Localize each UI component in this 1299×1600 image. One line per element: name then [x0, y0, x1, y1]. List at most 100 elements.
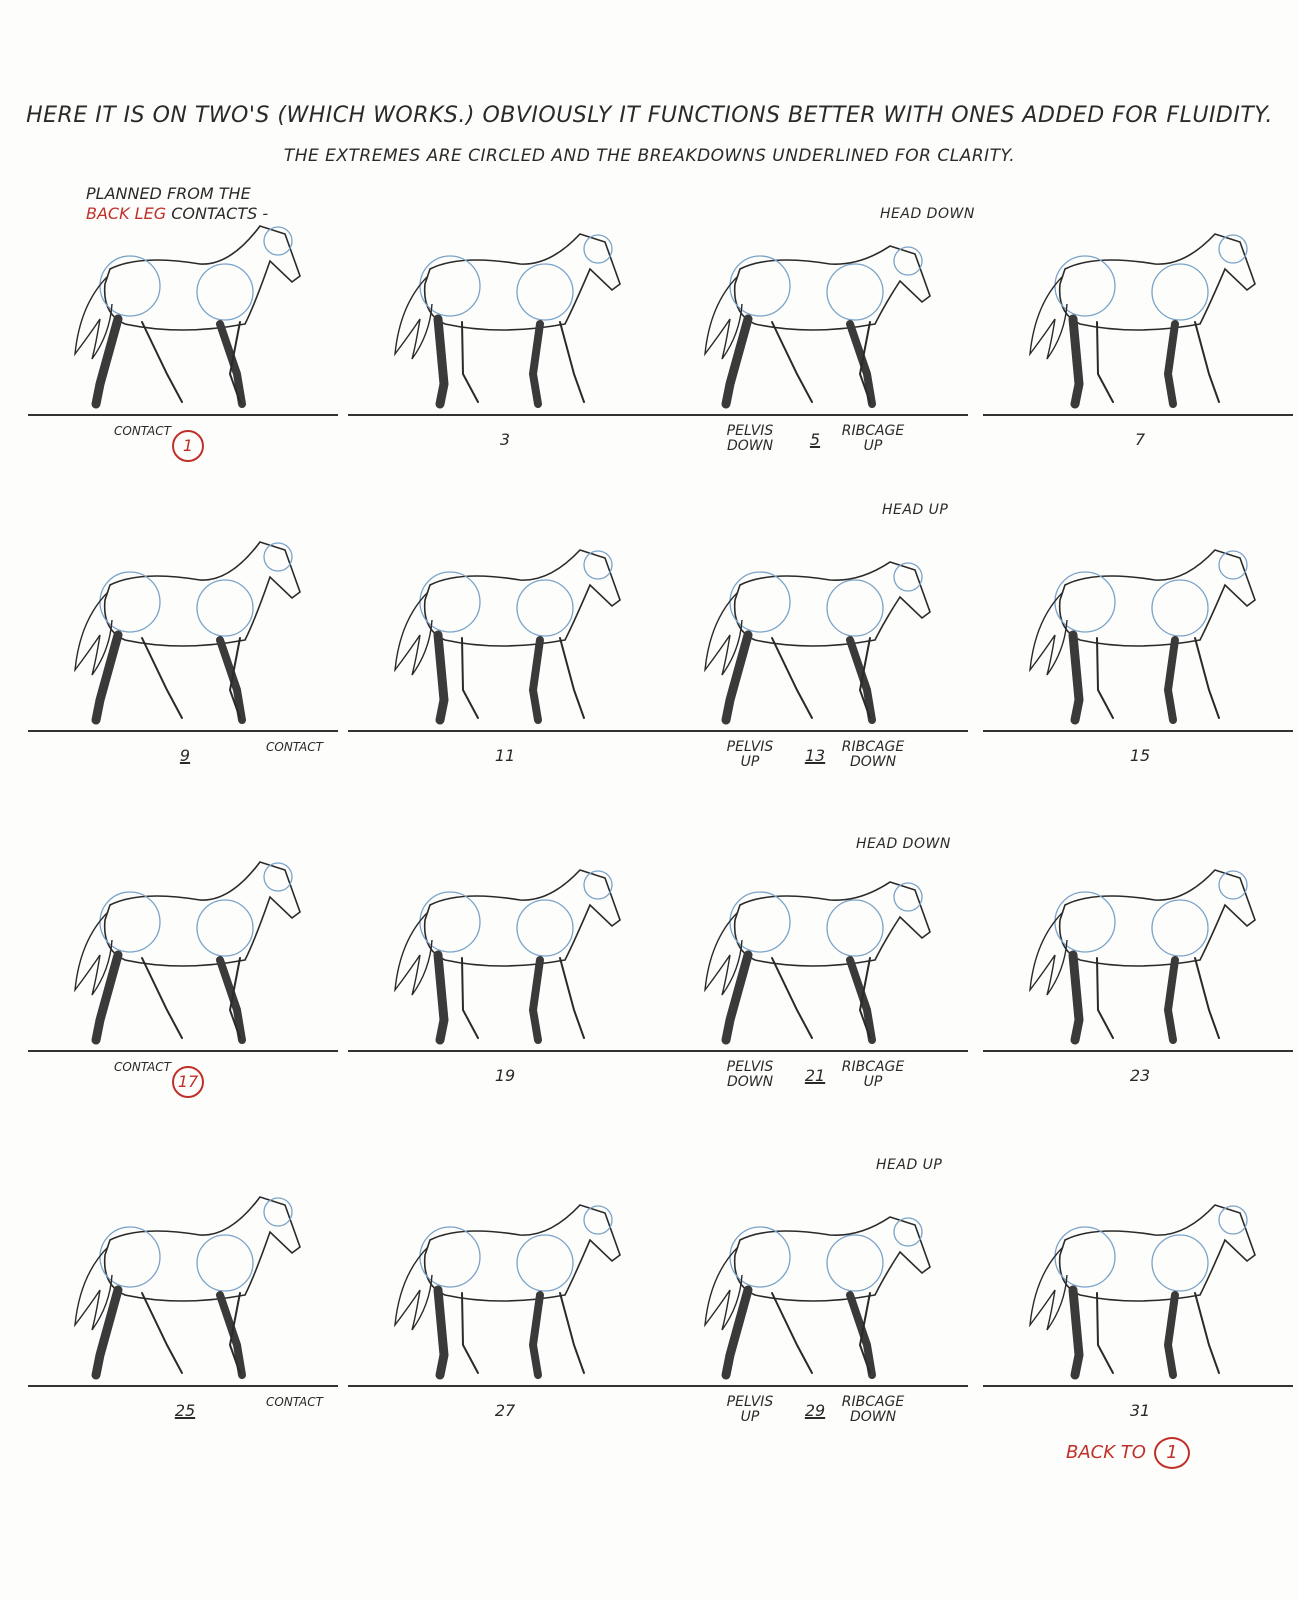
- frame-27: [350, 1195, 665, 1495]
- front-leg-far: [216, 320, 246, 408]
- frame-number: 29: [804, 1401, 826, 1420]
- ground-line: [348, 1050, 658, 1052]
- head-circle: [893, 882, 923, 912]
- front-leg-far: [216, 956, 246, 1044]
- ribcage-circle: [196, 263, 254, 321]
- pelvis-circle: [419, 571, 481, 633]
- frame-number: 31: [1129, 1401, 1151, 1420]
- ribcage-circle: [516, 579, 574, 637]
- ribcage-circle: [196, 579, 254, 637]
- back-leg-near: [771, 637, 813, 719]
- pelvis-circle: [99, 255, 161, 317]
- ribcage-circle: [1151, 1234, 1209, 1292]
- horse-drawing: [704, 245, 931, 409]
- planned-note-rest: CONTACTS -: [171, 204, 269, 223]
- front-leg-near: [559, 637, 585, 719]
- frame-31: [985, 1195, 1299, 1495]
- head-circle: [893, 246, 923, 276]
- frame-number: 1: [172, 430, 204, 462]
- front-leg-far: [846, 636, 876, 724]
- horse-body: [103, 861, 301, 967]
- ribcage-circle: [826, 263, 884, 321]
- frame-9: [30, 540, 345, 840]
- front-leg-near: [559, 957, 585, 1039]
- back-leg-far: [721, 630, 753, 725]
- head-circle: [1218, 234, 1248, 264]
- head-circle: [583, 234, 613, 264]
- ribcage-circle: [1151, 263, 1209, 321]
- horse-body: [1058, 1204, 1256, 1302]
- frame-number: 7: [1134, 430, 1146, 449]
- frame-number: 23: [1129, 1066, 1151, 1085]
- front-leg-far: [1163, 636, 1179, 724]
- horse-body: [103, 541, 301, 647]
- back-leg-near: [461, 637, 479, 719]
- horse-body: [1058, 869, 1256, 967]
- front-leg-near: [559, 321, 585, 403]
- back-leg-far: [1068, 950, 1084, 1045]
- frame-3: [350, 224, 665, 524]
- head-circle: [893, 1217, 923, 1247]
- tail: [394, 1246, 433, 1331]
- front-leg-near: [858, 637, 871, 719]
- horse-drawing: [1029, 233, 1256, 409]
- ribcage-circle: [826, 579, 884, 637]
- horse-drawing: [704, 1216, 931, 1380]
- frame-25: [30, 1195, 345, 1495]
- pelvis-circle: [99, 891, 161, 953]
- pelvis-note-line: DOWN: [726, 438, 774, 454]
- horse-drawing: [1029, 1204, 1256, 1380]
- pelvis-circle: [419, 1226, 481, 1288]
- back-leg-near: [1096, 637, 1114, 719]
- back-leg-far: [721, 1285, 753, 1380]
- head-circle: [893, 562, 923, 592]
- back-leg-near: [771, 1292, 813, 1374]
- back-leg-near: [461, 321, 479, 403]
- frame-1: [30, 224, 345, 524]
- ribcage-note-line: DOWN: [849, 1409, 897, 1425]
- back-leg-near: [1096, 321, 1114, 403]
- horse-drawing: [394, 233, 621, 409]
- pelvis-note-line: DOWN: [726, 1074, 774, 1090]
- ribcage-circle: [1151, 579, 1209, 637]
- front-leg-far: [846, 320, 876, 408]
- head-circle: [583, 870, 613, 900]
- pelvis-circle: [1054, 1226, 1116, 1288]
- ground-line: [348, 730, 658, 732]
- horse-drawing: [1029, 869, 1256, 1045]
- frame-number: 13: [804, 746, 826, 765]
- back-leg-far: [1068, 314, 1084, 409]
- back-leg-far: [91, 950, 123, 1045]
- head-circle: [263, 226, 293, 256]
- tail: [74, 1246, 113, 1331]
- tail: [74, 275, 113, 360]
- horse-drawing: [704, 881, 931, 1045]
- ribcage-circle: [516, 1234, 574, 1292]
- back-leg-far: [1068, 1285, 1084, 1380]
- contact-label: CONTACT: [114, 1060, 171, 1074]
- horse-body: [423, 233, 621, 331]
- ground-line: [658, 1385, 968, 1387]
- ribcage-circle: [516, 263, 574, 321]
- frame-17: [30, 860, 345, 1160]
- pelvis-note-line: PELVIS: [726, 423, 774, 439]
- horse-body: [423, 869, 621, 967]
- front-leg-near: [1194, 321, 1220, 403]
- tail: [394, 911, 433, 996]
- tail: [704, 911, 743, 996]
- pelvis-circle: [419, 891, 481, 953]
- ribcage-note-line: DOWN: [849, 754, 897, 770]
- header-line-1: HERE IT IS ON TWO'S (WHICH WORKS.) OBVIO…: [26, 103, 1273, 128]
- back-leg-near: [141, 1292, 183, 1374]
- frame-number: 27: [494, 1401, 516, 1420]
- tail: [1029, 911, 1068, 996]
- horse-body: [103, 225, 301, 331]
- back-leg-near: [141, 637, 183, 719]
- head-note-2: HEAD UP: [882, 502, 949, 518]
- frame-29: [660, 1195, 975, 1495]
- frame-number: 19: [494, 1066, 516, 1085]
